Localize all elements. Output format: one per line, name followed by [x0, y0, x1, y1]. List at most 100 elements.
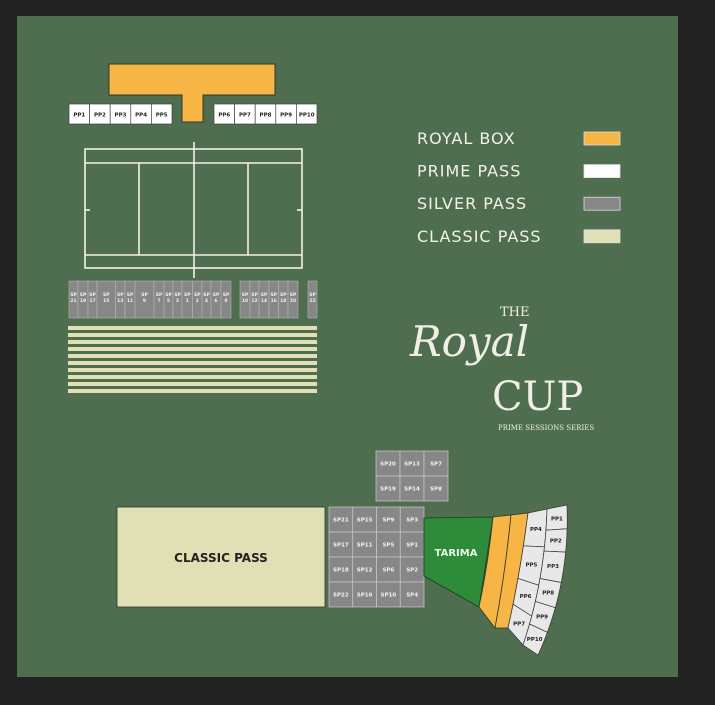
logo-cup: CUP	[492, 374, 583, 420]
classic-pass-row[interactable]	[68, 382, 317, 386]
silver-seat-number: 17	[89, 298, 95, 304]
silver-seat-label: SP	[213, 292, 220, 298]
silver-seat-label: SP10	[381, 593, 397, 599]
prime-seat-label: PP10	[299, 113, 315, 119]
silver-seat-number: 1	[186, 298, 189, 304]
classic-pass-row[interactable]	[68, 340, 317, 344]
silver-seat-label: SP	[194, 292, 201, 298]
prime-seat-label: PP6	[520, 594, 532, 600]
classic-pass-label: CLASSIC PASS	[174, 551, 268, 565]
silver-seat-label: SP7	[430, 462, 442, 468]
royal-cup-logo: THE Royal CUP PRIME SESSIONS SERIES	[409, 305, 594, 432]
silver-seat-sp20[interactable]	[287, 280, 299, 319]
silver-seat-label: SP15	[357, 518, 373, 524]
silver-seat-sp4[interactable]	[399, 581, 425, 608]
silver-seat-label: SP4	[406, 593, 418, 599]
classic-pass-row[interactable]	[68, 347, 317, 351]
prime-seat-label: PP1	[551, 516, 563, 522]
silver-seat-label: SP12	[357, 568, 373, 574]
silver-seat-sp7[interactable]	[423, 450, 449, 477]
silver-seat-number: 20	[290, 298, 296, 304]
silver-seat-label: SP	[165, 292, 172, 298]
silver-seat-number: 19	[80, 298, 86, 304]
silver-seat-label: SP	[251, 292, 258, 298]
silver-seat-label: SP	[242, 292, 249, 298]
prime-seat-label: PP7	[239, 113, 251, 119]
silver-seat-number: 14	[261, 298, 267, 304]
legend-swatch	[583, 164, 621, 179]
silver-seat-label: SP2	[406, 568, 418, 574]
silver-seat-label: SP22	[333, 593, 349, 599]
silver-seat-label: SP3	[406, 518, 418, 524]
silver-seat-label: SP	[270, 292, 277, 298]
prime-seat-label: PP2	[550, 539, 562, 545]
classic-pass-row[interactable]	[68, 333, 317, 337]
silver-seat-label: SP	[174, 292, 181, 298]
silver-seat-label: SP5	[382, 543, 394, 549]
silver-seat-number: 21	[70, 298, 76, 304]
prime-seat-fan-pp10[interactable]	[522, 623, 548, 656]
classic-pass-row[interactable]	[68, 361, 317, 365]
silver-seat-label: SP	[309, 292, 316, 298]
classic-pass-row[interactable]	[68, 326, 317, 330]
silver-seat-number: 9	[143, 298, 146, 304]
royal-box-section[interactable]	[108, 63, 276, 123]
silver-seat-sp8[interactable]	[220, 280, 232, 319]
silver-seat-sp20[interactable]	[375, 450, 401, 477]
legend-label: SILVER PASS	[417, 194, 527, 213]
silver-seat-label: SP	[89, 292, 96, 298]
prime-seat-label: PP9	[536, 614, 548, 620]
silver-seat-label: SP8	[430, 487, 442, 493]
prime-seat-pp10[interactable]	[296, 103, 318, 125]
silver-seat-sp22[interactable]	[307, 280, 318, 319]
logo-tagline: PRIME SESSIONS SERIES	[498, 424, 594, 432]
prime-seat-label: PP7	[513, 621, 525, 627]
prime-seat-label: PP1	[73, 113, 85, 119]
prime-seat-label: PP6	[218, 113, 230, 119]
classic-pass-row[interactable]	[68, 354, 317, 358]
silver-seat-number: 12	[251, 298, 257, 304]
prime-seat-label: PP2	[94, 113, 106, 119]
silver-seat-label: SP17	[333, 543, 349, 549]
silver-seat-label: SP9	[382, 518, 394, 524]
classic-pass-section[interactable]	[116, 506, 326, 608]
legend-swatch	[583, 229, 621, 244]
silver-seat-sp8[interactable]	[423, 475, 449, 502]
silver-seat-sp19[interactable]	[375, 475, 401, 502]
silver-seat-label: SP	[80, 292, 87, 298]
silver-seat-label: SP	[203, 292, 210, 298]
silver-seat-number: 6	[214, 298, 217, 304]
silver-seat-number: 7	[157, 298, 160, 304]
silver-seat-sp13[interactable]	[399, 450, 425, 477]
classic-pass-row[interactable]	[68, 368, 317, 372]
silver-seat-label: SP1	[406, 543, 418, 549]
classic-pass-row[interactable]	[68, 389, 317, 393]
silver-seat-label: SP16	[357, 593, 373, 599]
silver-seat-number: 11	[127, 298, 133, 304]
legend-swatch	[583, 131, 621, 146]
silver-seat-number: 2	[196, 298, 199, 304]
prime-seat-pp5[interactable]	[151, 103, 173, 125]
prime-seat-label: PP4	[135, 113, 147, 119]
silver-seat-label: SP21	[333, 518, 349, 524]
silver-seat-label: SP	[290, 292, 297, 298]
silver-seat-number: 8	[224, 298, 227, 304]
silver-seat-label: SP11	[357, 543, 373, 549]
silver-seat-label: SP13	[404, 462, 420, 468]
silver-seat-label: SP	[156, 292, 163, 298]
legend-label: PRIME PASS	[417, 162, 521, 181]
silver-seat-number: 18	[280, 298, 286, 304]
silver-seat-label: SP14	[404, 487, 420, 493]
tennis-court	[84, 142, 303, 278]
silver-seat-label: SP	[141, 292, 148, 298]
silver-seat-label: SP	[223, 292, 230, 298]
silver-seat-label: SP	[184, 292, 191, 298]
legend-label: CLASSIC PASS	[417, 227, 542, 246]
silver-seat-number: 3	[176, 298, 179, 304]
classic-pass-row[interactable]	[68, 375, 317, 379]
silver-seat-label: SP6	[382, 568, 394, 574]
silver-seat-label: SP	[70, 292, 77, 298]
legend-label: ROYAL BOX	[417, 129, 516, 148]
prime-seat-label: PP5	[156, 113, 168, 119]
silver-seat-label: SP20	[380, 462, 396, 468]
